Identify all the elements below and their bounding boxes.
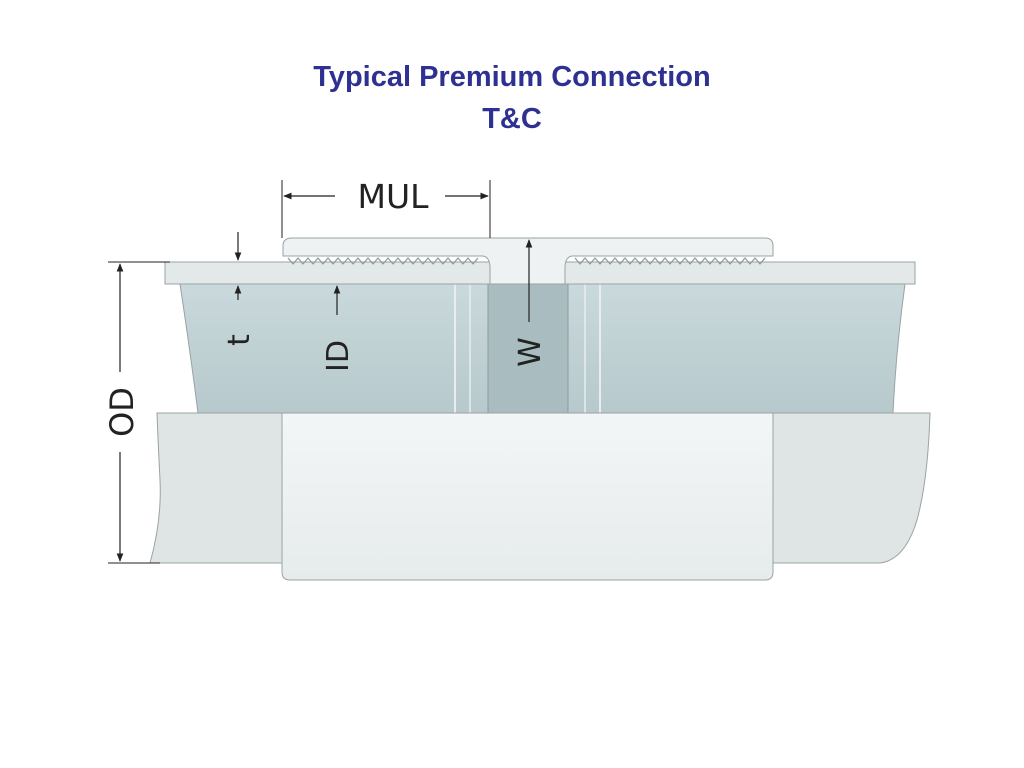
- id-label: ID: [321, 340, 356, 372]
- w-label: W: [513, 337, 548, 367]
- slide-title: Typical Premium Connection T&C: [0, 56, 1024, 140]
- lower-coupling: [281, 412, 774, 581]
- mul-label: MUL: [357, 177, 429, 216]
- t-label: t: [222, 334, 257, 346]
- title-line-1: Typical Premium Connection: [313, 61, 711, 93]
- title-line-2: T&C: [482, 103, 542, 135]
- od-label: OD: [103, 387, 141, 437]
- threads-right: [574, 257, 766, 265]
- threads-left: [287, 257, 479, 265]
- upper-coupling: [282, 237, 774, 285]
